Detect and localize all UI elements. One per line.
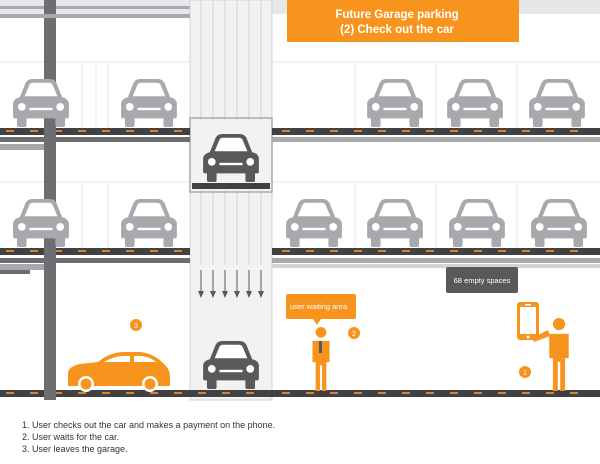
title-banner [287,0,519,42]
step-marker-1-label: 1 [523,370,527,377]
step-marker-3-label: 3 [134,323,138,330]
parked-car-icon [447,78,503,128]
parked-cars [13,78,587,248]
empty-spaces-label: 68 empty spaces [454,276,511,285]
parked-car-icon [529,78,585,128]
smartphone-icon [517,302,539,340]
empty-spaces-badge: 68 empty spaces [446,267,518,293]
garage-structure [0,0,600,401]
floor-level-1 [0,128,600,142]
floor-ground [0,390,600,397]
parked-car-icon [121,78,177,128]
bay-lines-upper [0,61,600,130]
parked-car-icon [13,198,69,248]
parked-car-icon [449,198,505,248]
elevator-shaft [189,0,273,401]
parked-car-icon [367,78,423,128]
car-side-icon [68,352,170,392]
parked-car-icon [121,198,177,248]
floor-level-2 [0,248,600,263]
person-icon [312,327,330,391]
bracket-lower-arm [0,270,30,274]
waiting-area-callout: user waiting area [286,294,356,325]
step-list: 1. User checks out the car and makes a p… [22,419,275,455]
step-marker-3: 3 [130,319,142,331]
bracket-upper [0,144,44,150]
bay-lines-middle [0,181,600,250]
step-marker-2-label: 2 [352,331,356,338]
title-line-2: (2) Check out the car [340,24,454,36]
roof-rail [0,6,190,9]
conveyor-tiles [6,130,578,394]
person-icon [549,318,569,391]
step-item-3: 3. User leaves the garage. [22,444,128,454]
roof-girder [0,14,190,18]
waiting-area-label: user waiting area [290,302,348,311]
parked-car-icon [531,198,587,248]
step-marker-1: 1 [519,366,531,378]
elevator-cabin [189,117,273,193]
elevator-platform [192,183,270,189]
step-marker-2: 2 [348,327,360,339]
ceiling-strip-ground [272,264,600,268]
parked-car-icon [367,198,423,248]
step-item-2: 2. User waits for the car. [22,432,120,442]
tie-detail [319,341,322,353]
elevator-shaft-lines [200,0,262,265]
title-line-1: Future Garage parking [335,9,458,21]
parked-car-icon [286,198,342,248]
step-item-1: 1. User checks out the car and makes a p… [22,420,276,430]
parked-car-icon [13,78,69,128]
bracket-lower [0,264,44,270]
